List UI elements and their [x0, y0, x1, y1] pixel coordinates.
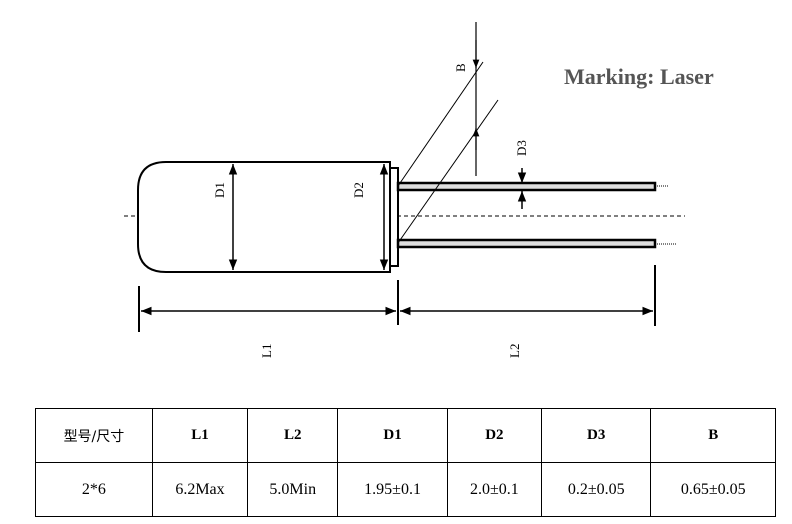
lead-bottom: [396, 238, 657, 249]
table-cell: 1.95±0.1: [337, 462, 448, 517]
d3-label: D3: [514, 140, 529, 156]
dimension-table: 型号/尺寸 L1 L2 D1 D2 D3 B 2*6 6.2Max 5.0Min…: [35, 408, 776, 517]
header-cell: D1: [337, 408, 448, 463]
d1-label: D1: [212, 182, 227, 198]
marking-note: Marking: Laser: [564, 64, 714, 89]
crystal-flange: [389, 167, 399, 267]
b-extension-2: [397, 99, 499, 244]
table-cell: 2*6: [35, 462, 153, 517]
table-cell: 5.0Min: [247, 462, 339, 517]
crystal-dimension-drawing: D1 D2 B D3 L1 L2 Marking: Laser: [124, 22, 714, 358]
crystal-body: [137, 161, 391, 273]
header-cell: L2: [247, 408, 339, 463]
header-cell: 型号/尺寸: [35, 408, 153, 463]
table-header-row: 型号/尺寸 L1 L2 D1 D2 D3 B: [35, 408, 776, 463]
b-label: B: [453, 63, 468, 72]
header-cell: D2: [446, 408, 543, 463]
d2-label: D2: [351, 182, 366, 198]
table-cell: 0.65±0.05: [650, 462, 776, 517]
table-cell: 0.2±0.05: [541, 462, 652, 517]
lead-top: [396, 181, 657, 192]
b-extension-1: [397, 61, 484, 187]
l2-label: L2: [507, 344, 522, 358]
l1-label: L1: [259, 344, 274, 358]
table-cell: 6.2Max: [151, 462, 249, 517]
header-cell: D3: [541, 408, 652, 463]
table-row: 2*6 6.2Max 5.0Min 1.95±0.1 2.0±0.1 0.2±0…: [35, 462, 776, 517]
header-cell: B: [650, 408, 776, 463]
table-cell: 2.0±0.1: [446, 462, 543, 517]
header-cell: L1: [151, 408, 249, 463]
